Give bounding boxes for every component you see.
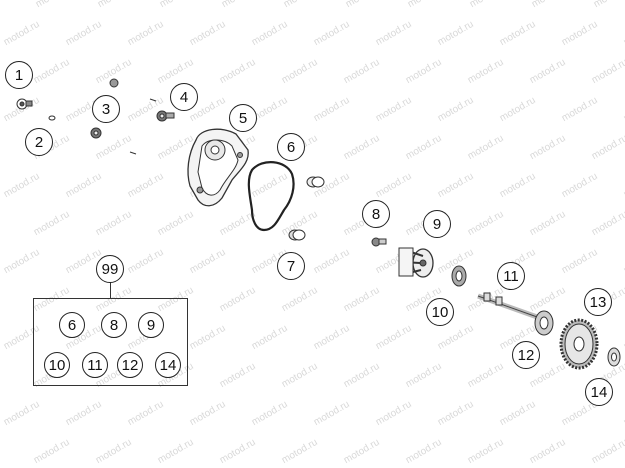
kit-item-9[interactable]: 9 [138, 312, 164, 338]
callout-part-1[interactable]: 1 [5, 61, 33, 89]
kit-item-6[interactable]: 6 [59, 312, 85, 338]
callout-part-5[interactable]: 5 [229, 104, 257, 132]
callout-part-12[interactable]: 12 [512, 341, 540, 369]
part-bushing-7 [288, 229, 306, 241]
part-bolt-4 [156, 110, 175, 122]
part-gasket-6 [247, 161, 295, 232]
callout-part-10[interactable]: 10 [426, 298, 454, 326]
callout-part-9[interactable]: 9 [423, 210, 451, 238]
callout-part-7[interactable]: 7 [277, 252, 305, 280]
part-washer-2 [48, 115, 56, 121]
callout-kit-99[interactable]: 99 [96, 255, 124, 283]
callout-part-3[interactable]: 3 [92, 95, 120, 123]
kit-item-10[interactable]: 10 [44, 352, 70, 378]
part-washer-14 [607, 347, 621, 367]
kit-item-8[interactable]: 8 [101, 312, 127, 338]
part-shaft-11 [477, 292, 541, 321]
part-impeller-9 [398, 247, 434, 278]
callout-part-13[interactable]: 13 [584, 288, 612, 316]
part-bearing-12 [534, 310, 554, 336]
callout-part-8[interactable]: 8 [362, 200, 390, 228]
part-sleeve [306, 176, 325, 188]
kit-item-14[interactable]: 14 [155, 352, 181, 378]
part-bolt-3 [90, 78, 157, 155]
part-screw-1 [16, 98, 33, 110]
part-screw-8 [371, 237, 387, 247]
callout-part-6[interactable]: 6 [277, 133, 305, 161]
kit-connector-line [110, 282, 112, 298]
kit-contents-box [33, 298, 188, 386]
part-gear-13 [559, 318, 599, 370]
part-seal-10 [451, 265, 467, 287]
callout-part-2[interactable]: 2 [25, 128, 53, 156]
callout-part-4[interactable]: 4 [170, 83, 198, 111]
part-pump-cover-5 [187, 128, 249, 207]
kit-item-12[interactable]: 12 [117, 352, 143, 378]
callout-part-14[interactable]: 14 [585, 378, 613, 406]
kit-item-11[interactable]: 11 [82, 352, 108, 378]
callout-part-11[interactable]: 11 [497, 262, 525, 290]
